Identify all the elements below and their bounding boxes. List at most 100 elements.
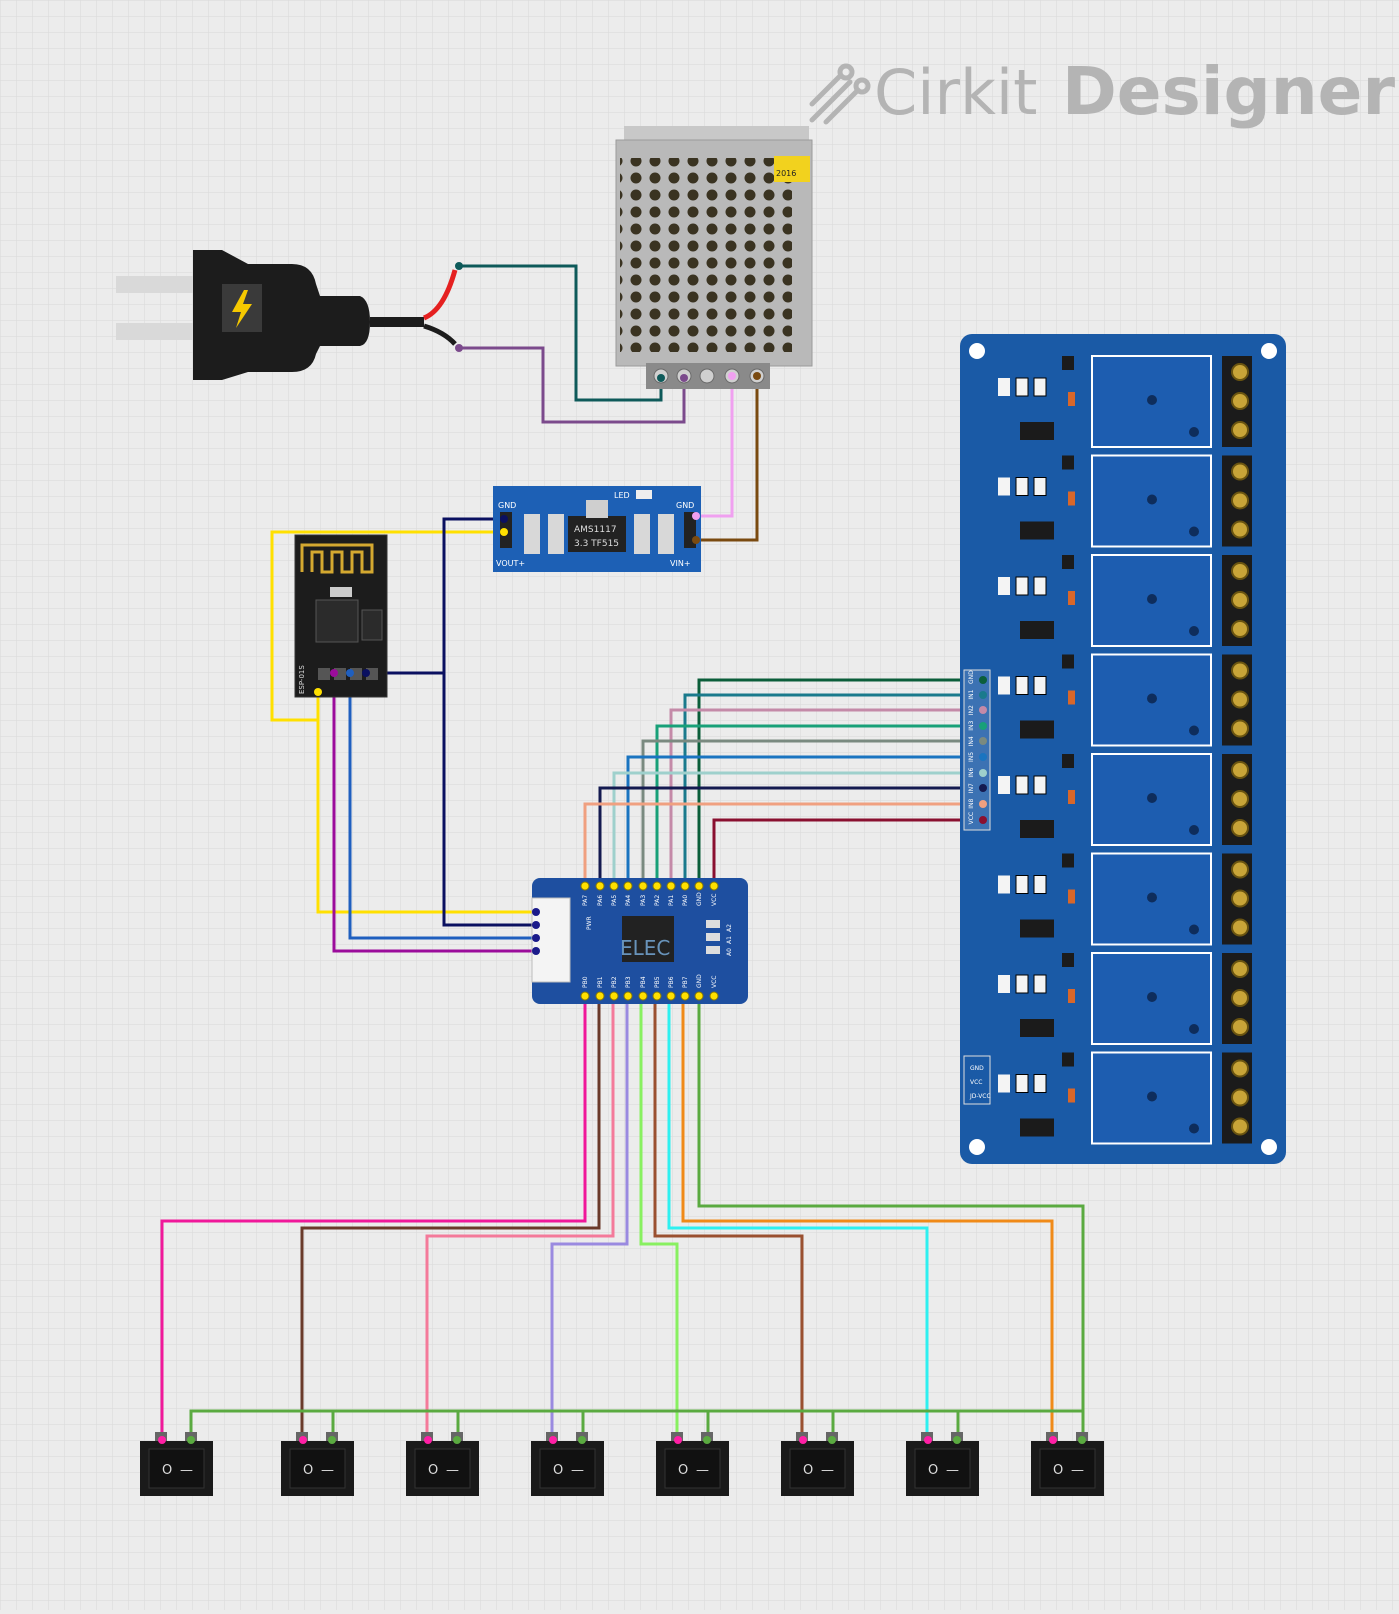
address-jumper[interactable] xyxy=(706,946,720,954)
expander-bottom-pin-pb3[interactable] xyxy=(623,991,633,1001)
wire-relay-in4[interactable] xyxy=(641,739,983,886)
wire-relay-vcc[interactable] xyxy=(712,818,983,886)
plug-pin-live[interactable] xyxy=(455,262,463,270)
relay-screw[interactable] xyxy=(1231,719,1249,738)
switch-pin-gnd[interactable] xyxy=(828,1436,836,1444)
power-plug[interactable] xyxy=(116,250,463,380)
relay-screw[interactable] xyxy=(1231,620,1249,638)
relay-pin-in5[interactable] xyxy=(979,753,987,761)
relay-pin-in6[interactable] xyxy=(979,769,987,777)
psu-pin-l[interactable] xyxy=(657,374,665,382)
relay-screw[interactable] xyxy=(1231,918,1249,937)
relay-screw[interactable] xyxy=(1231,889,1249,908)
expander-top-pin-pa7[interactable] xyxy=(580,881,590,891)
switch-pin-signal[interactable] xyxy=(158,1436,166,1444)
switch-rocker[interactable] xyxy=(789,1448,846,1489)
expander-top-pin-pa5[interactable] xyxy=(609,881,619,891)
relay-screw[interactable] xyxy=(1231,591,1249,609)
regulator-pin-vout[interactable] xyxy=(500,528,508,536)
relay-screw[interactable] xyxy=(1231,1059,1249,1078)
switch-rocker[interactable] xyxy=(148,1448,205,1489)
esp01-module[interactable]: ESP-01S xyxy=(294,534,388,698)
relay-pin-vcc[interactable] xyxy=(979,816,987,824)
wire-psu-vminus[interactable] xyxy=(696,376,734,518)
relay-screw[interactable] xyxy=(1231,1018,1249,1036)
wire-relay-in7[interactable] xyxy=(598,786,983,886)
rocker-switch-5[interactable]: O— xyxy=(656,1432,729,1496)
wire-sw7[interactable] xyxy=(667,996,929,1440)
expander-bottom-pin-pb6[interactable] xyxy=(666,991,676,1001)
regulator-pin-gnd-in[interactable] xyxy=(692,512,700,520)
rocker-switch-2[interactable]: O— xyxy=(281,1432,354,1496)
switch-pin-signal[interactable] xyxy=(299,1436,307,1444)
wire-mains-live[interactable] xyxy=(459,264,663,402)
relay-screw[interactable] xyxy=(1231,421,1249,439)
switch-pin-signal[interactable] xyxy=(799,1436,807,1444)
expander-bottom-pin-pb4[interactable] xyxy=(638,991,648,1001)
relay-screw[interactable] xyxy=(1231,520,1249,539)
expander-top-pin-pa6[interactable] xyxy=(595,881,605,891)
relay-pin-in7[interactable] xyxy=(979,784,987,792)
expander-bottom-pin-gnd[interactable] xyxy=(694,991,704,1001)
relay-screw[interactable] xyxy=(1231,790,1249,808)
relay-screw[interactable] xyxy=(1231,761,1249,779)
wire-sw8[interactable] xyxy=(681,996,1054,1440)
wire-esp-sda[interactable] xyxy=(348,673,536,940)
switch-pin-gnd[interactable] xyxy=(703,1436,711,1444)
switch-rocker[interactable] xyxy=(1039,1448,1096,1489)
regulator-pin-vin[interactable] xyxy=(692,536,700,544)
wire-mains-neutral[interactable] xyxy=(459,346,686,424)
wire-sw1[interactable] xyxy=(160,996,587,1440)
esp-pin-gnd[interactable] xyxy=(362,669,370,677)
rocker-switch-4[interactable]: O— xyxy=(531,1432,604,1496)
switch-pin-gnd[interactable] xyxy=(578,1436,586,1444)
expander-top-pin-pa1[interactable] xyxy=(666,881,676,891)
expander-port-sda[interactable] xyxy=(532,934,540,942)
wire-esp-scl[interactable] xyxy=(332,673,536,953)
switch-pin-gnd[interactable] xyxy=(187,1436,195,1444)
expander-bottom-pin-pb7[interactable] xyxy=(680,991,690,1001)
switch-pin-gnd[interactable] xyxy=(453,1436,461,1444)
relay-screw[interactable] xyxy=(1231,1117,1249,1136)
switch-rocker[interactable] xyxy=(414,1448,471,1489)
psu-pin-vminus[interactable] xyxy=(728,372,736,380)
switch-rocker[interactable] xyxy=(289,1448,346,1489)
wire-sw4[interactable] xyxy=(550,996,629,1440)
relay-screw[interactable] xyxy=(1231,989,1249,1007)
switch-pin-gnd[interactable] xyxy=(328,1436,336,1444)
expander-bottom-pin-pb0[interactable] xyxy=(580,991,590,1001)
relay-pin-in2[interactable] xyxy=(979,706,987,714)
switch-pin-signal[interactable] xyxy=(424,1436,432,1444)
relay-pin-in8[interactable] xyxy=(979,800,987,808)
psu-pin-n[interactable] xyxy=(680,374,688,382)
wire-psu-vplus[interactable] xyxy=(696,376,759,542)
relay-screw[interactable] xyxy=(1231,562,1249,580)
wire-sw5[interactable] xyxy=(639,996,679,1440)
switch-rocker[interactable] xyxy=(539,1448,596,1489)
expander-bottom-pin-pb1[interactable] xyxy=(595,991,605,1001)
switch-pin-signal[interactable] xyxy=(674,1436,682,1444)
psu-pin-vplus[interactable] xyxy=(753,372,761,380)
wire-relay-in6[interactable] xyxy=(612,771,983,886)
plug-pin-neutral[interactable] xyxy=(455,344,463,352)
wire-relay-in2[interactable] xyxy=(669,708,983,886)
relay-screw[interactable] xyxy=(1231,462,1249,481)
regulator-pin-gnd-out[interactable] xyxy=(500,515,508,523)
address-jumper[interactable] xyxy=(706,933,720,941)
expander-top-pin-pa4[interactable] xyxy=(623,881,633,891)
wire-relay-in3[interactable] xyxy=(655,724,983,886)
address-jumper[interactable] xyxy=(706,920,720,928)
switch-rocker[interactable] xyxy=(664,1448,721,1489)
expander-bottom-pin-pb5[interactable] xyxy=(652,991,662,1001)
rocker-switch-1[interactable]: O— xyxy=(140,1432,213,1496)
switch-pin-gnd[interactable] xyxy=(1078,1436,1086,1444)
wire-sw-gnd[interactable] xyxy=(697,996,1085,1440)
wire-sw2[interactable] xyxy=(300,996,601,1440)
voltage-regulator[interactable]: AMS1117 3.3 TF515 LED GND GND VOUT+ VIN+ xyxy=(493,486,701,572)
relay-screw[interactable] xyxy=(1231,363,1249,381)
expander-top-pin-pa2[interactable] xyxy=(652,881,662,891)
wire-gnd-reg[interactable] xyxy=(442,517,536,927)
relay-screw[interactable] xyxy=(1231,960,1249,978)
